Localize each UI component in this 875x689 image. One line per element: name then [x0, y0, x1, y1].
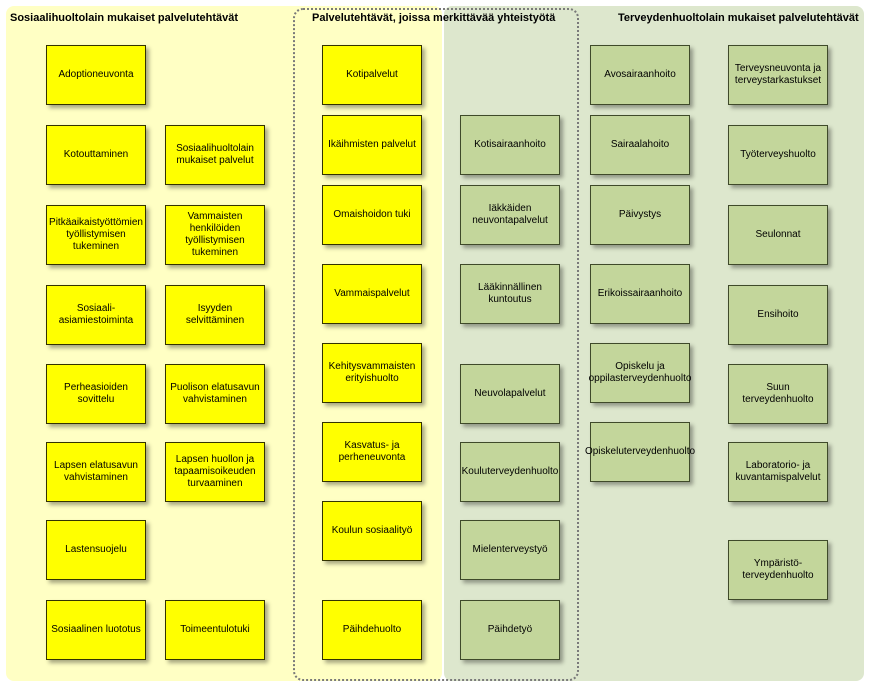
service-box: Opiskelu ja oppilasterveydenhuolto: [589, 343, 691, 403]
service-box: Seulonnat: [728, 205, 828, 265]
service-box: Vammaispalvelut: [322, 264, 422, 324]
service-box: Sairaalahoito: [590, 115, 690, 175]
service-box: Neuvolapalvelut: [460, 364, 560, 424]
service-box: Suun terveydenhuolto: [728, 364, 828, 424]
service-box: Päihdetyö: [460, 600, 560, 660]
service-box: Ensihoito: [728, 285, 828, 345]
service-box: Lastensuojelu: [46, 520, 146, 580]
service-box: Terveysneuvonta ja terveystarkastukset: [728, 45, 828, 105]
service-box: Omaishoidon tuki: [322, 185, 422, 245]
service-box: Sosiaalinen luototus: [46, 600, 146, 660]
service-box: Kotipalvelut: [322, 45, 422, 105]
service-box: Sosiaalihuoltolain mukaiset palvelut: [165, 125, 265, 185]
service-box: Erikoissairaanhoito: [590, 264, 690, 324]
service-box: Ikäihmisten palvelut: [322, 115, 422, 175]
service-box: Toimeentulotuki: [165, 600, 265, 660]
service-box: Pitkäaikaistyöttömien työllistymisen tuk…: [46, 205, 146, 265]
service-box: Kehitysvammaisten erityishuolto: [322, 343, 422, 403]
service-box: Ympäristö-terveydenhuolto: [728, 540, 828, 600]
service-box: Koulun sosiaalityö: [322, 501, 422, 561]
service-box: Työterveyshuolto: [728, 125, 828, 185]
service-box: Lääkinnällinen kuntoutus: [460, 264, 560, 324]
service-box: Lapsen elatusavun vahvistaminen: [46, 442, 146, 502]
service-box: Iäkkäiden neuvontapalvelut: [460, 185, 560, 245]
service-box: Opiskeluterveydenhuolto: [585, 422, 695, 482]
service-box: Laboratorio- ja kuvantamispalvelut: [728, 442, 828, 502]
service-box: Avosairaanhoito: [590, 45, 690, 105]
service-box: Sosiaali-asiamiestoiminta: [46, 285, 146, 345]
service-box: Kotouttaminen: [46, 125, 146, 185]
heading-shared: Palvelutehtävät, joissa merkittävää yhte…: [312, 12, 556, 24]
service-box: Lapsen huollon ja tapaamisoikeuden turva…: [165, 442, 265, 502]
service-box: Isyyden selvittäminen: [165, 285, 265, 345]
service-box: Päihdehuolto: [322, 600, 422, 660]
service-box: Mielenterveystyö: [460, 520, 560, 580]
heading-health: Terveydenhuoltolain mukaiset palveluteht…: [618, 12, 859, 24]
service-box: Vammaisten henkilöiden työllistymisen tu…: [165, 205, 265, 265]
service-box: Puolison elatusavun vahvistaminen: [165, 364, 265, 424]
shared-services-zone: [293, 8, 579, 681]
heading-social: Sosiaalihuoltolain mukaiset palvelutehtä…: [10, 12, 239, 24]
service-box: Perheasioiden sovittelu: [46, 364, 146, 424]
service-box: Kasvatus- ja perheneuvonta: [322, 422, 422, 482]
service-box: Kouluterveydenhuolto: [460, 442, 560, 502]
service-box: Kotisairaanhoito: [460, 115, 560, 175]
service-box: Adoptioneuvonta: [46, 45, 146, 105]
service-box: Päivystys: [590, 185, 690, 245]
